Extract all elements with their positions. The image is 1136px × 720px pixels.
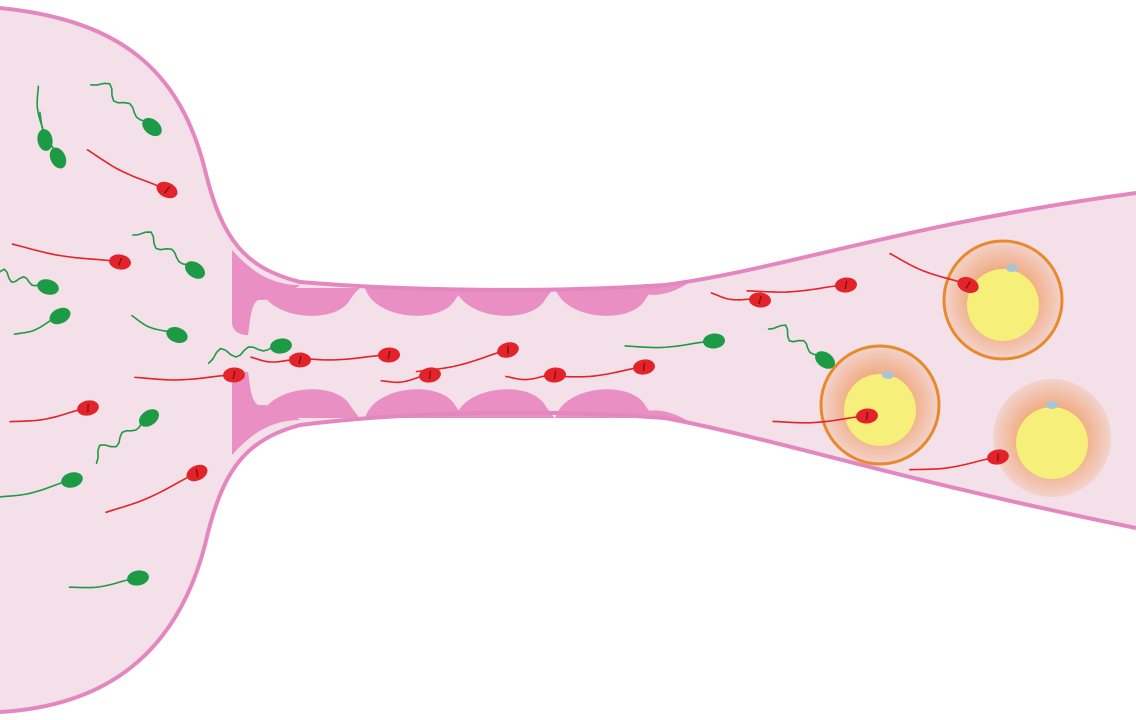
egg-yolk	[1016, 407, 1088, 479]
egg-nucleus	[882, 371, 894, 379]
egg-cell	[993, 379, 1111, 497]
egg-cell	[821, 346, 939, 464]
egg-nucleus	[1046, 401, 1058, 409]
egg-yolk	[967, 269, 1039, 341]
egg-nucleus	[1006, 264, 1018, 272]
egg-cell	[944, 241, 1062, 359]
egg-yolk	[844, 374, 916, 446]
